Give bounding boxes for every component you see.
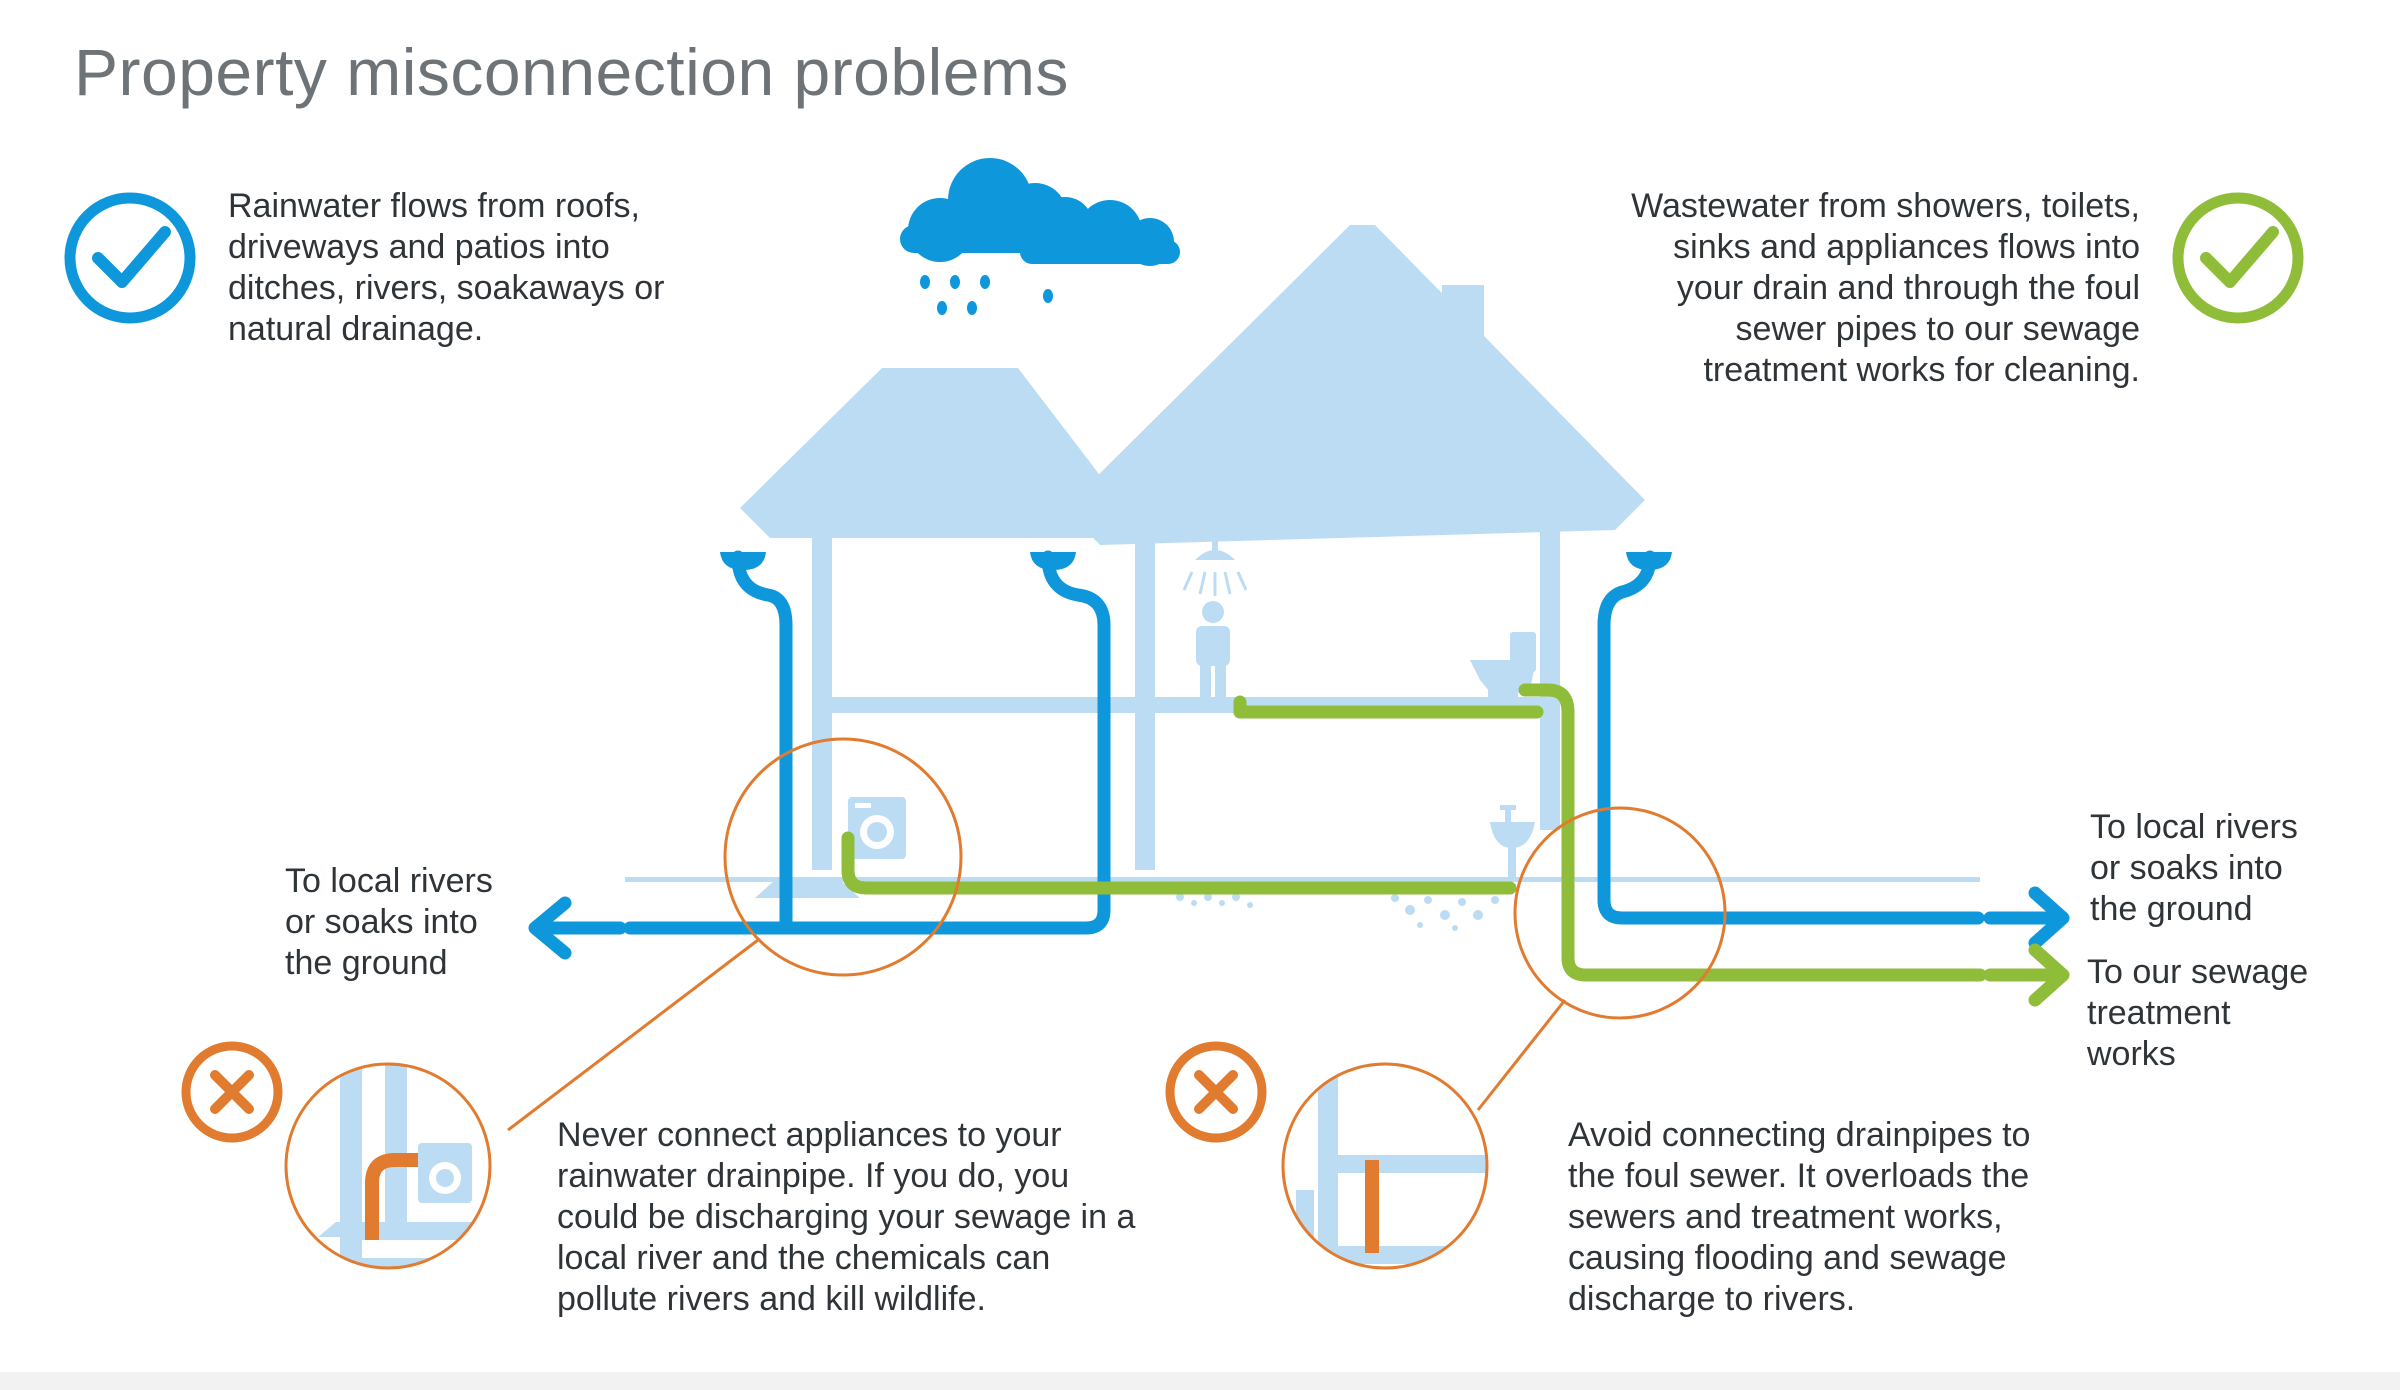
- right-outlet-sewage-arrow: [1983, 943, 2070, 1007]
- person-icon: [1196, 601, 1230, 698]
- left-outlet-label: To local rivers or soaks into the ground: [285, 862, 493, 982]
- sink-icon: [1490, 805, 1535, 877]
- appliance-cross-icon: [181, 1041, 283, 1143]
- drainpipe-cross-icon: [1165, 1041, 1267, 1143]
- gutter-icons: [720, 552, 1672, 570]
- house-illustration: [625, 225, 1980, 882]
- shower-icon: [1182, 505, 1248, 596]
- rainwater-note: Rainwater flows from roofs, driveways an…: [228, 187, 665, 348]
- right-outlet-sewage-label: To our sewage treatment works: [2087, 953, 2309, 1073]
- foul-sewer-pipes: [841, 683, 1987, 982]
- inset-drainpipe-misconnection: [1281, 1062, 1489, 1270]
- footer-band: [0, 1372, 2400, 1390]
- wastewater-note: Wastewater from showers, toilets, sinks …: [1631, 187, 2140, 389]
- wastewater-check-icon: [2172, 192, 2304, 324]
- right-outlet-rivers-label: To local rivers or soaks into the ground: [2090, 808, 2298, 928]
- page-title: Property misconnection problems: [74, 35, 1069, 109]
- soakaway-gravel: [1176, 893, 1499, 931]
- appliance-warning: Never connect appliances to your rainwat…: [557, 1116, 1136, 1318]
- magnifier-drainpipe: [1476, 806, 1727, 1111]
- inset-appliance-misconnection: [284, 1062, 492, 1270]
- rain-cloud-icon: [900, 158, 1180, 315]
- washing-machine-icon: [848, 797, 906, 859]
- left-outlet-arrow: [528, 896, 627, 960]
- right-outlet-rivers-arrow: [1983, 886, 2070, 950]
- drainpipe-warning: Avoid connecting drainpipes to the foul …: [1568, 1116, 2031, 1318]
- magnifier-appliance: [507, 737, 963, 1132]
- rainwater-check-icon: [64, 192, 196, 324]
- rainwater-pipes: [623, 550, 1985, 935]
